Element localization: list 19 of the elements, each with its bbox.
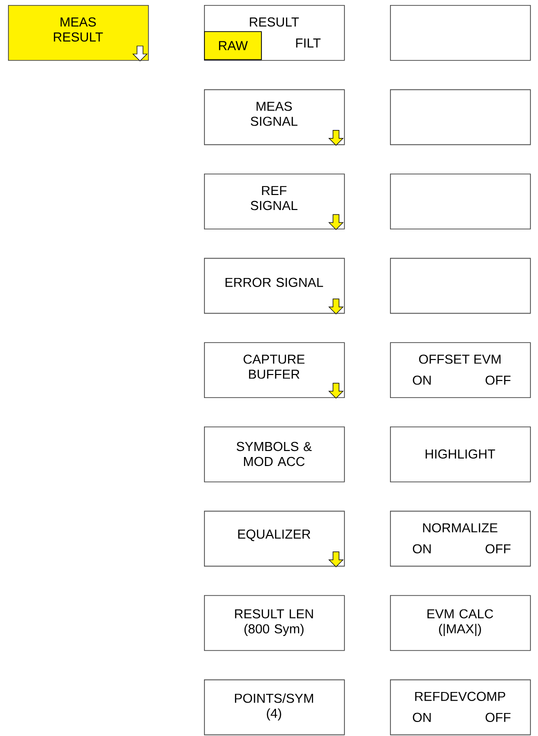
softkey-button: POINTS/SYM (4)	[204, 679, 345, 736]
softkey-button: MEAS SIGNAL	[204, 89, 345, 146]
softkey-button: CAPTURE BUFFER	[204, 342, 345, 399]
softkey-button	[390, 5, 531, 61]
softkey-button: ERROR SIGNAL	[204, 258, 345, 314]
softkey-button: EQUALIZER	[204, 510, 345, 568]
toggle-option: RAW	[204, 31, 262, 60]
softkey-button: RESULT LEN (800 Sym)	[204, 595, 345, 651]
softkey-button	[390, 174, 531, 230]
softkey-button: REFDEVCOMP ON OFF	[390, 679, 531, 736]
softkey-button: HIGHLIGHT	[390, 426, 531, 482]
softkey-button: MEAS RESULT	[8, 5, 149, 62]
softkey-button: NORMALIZE ON OFF	[390, 510, 531, 567]
softkey-button	[390, 258, 531, 314]
softkey-button: EVM CALC (|MAX|)	[390, 595, 531, 651]
softkey-button: OFFSET EVM ON OFF	[390, 342, 531, 398]
softkey-button	[390, 89, 531, 146]
softkey-button: REF SIGNAL	[204, 174, 345, 230]
softkey-button: SYMBOLS & MOD ACC	[204, 426, 345, 482]
